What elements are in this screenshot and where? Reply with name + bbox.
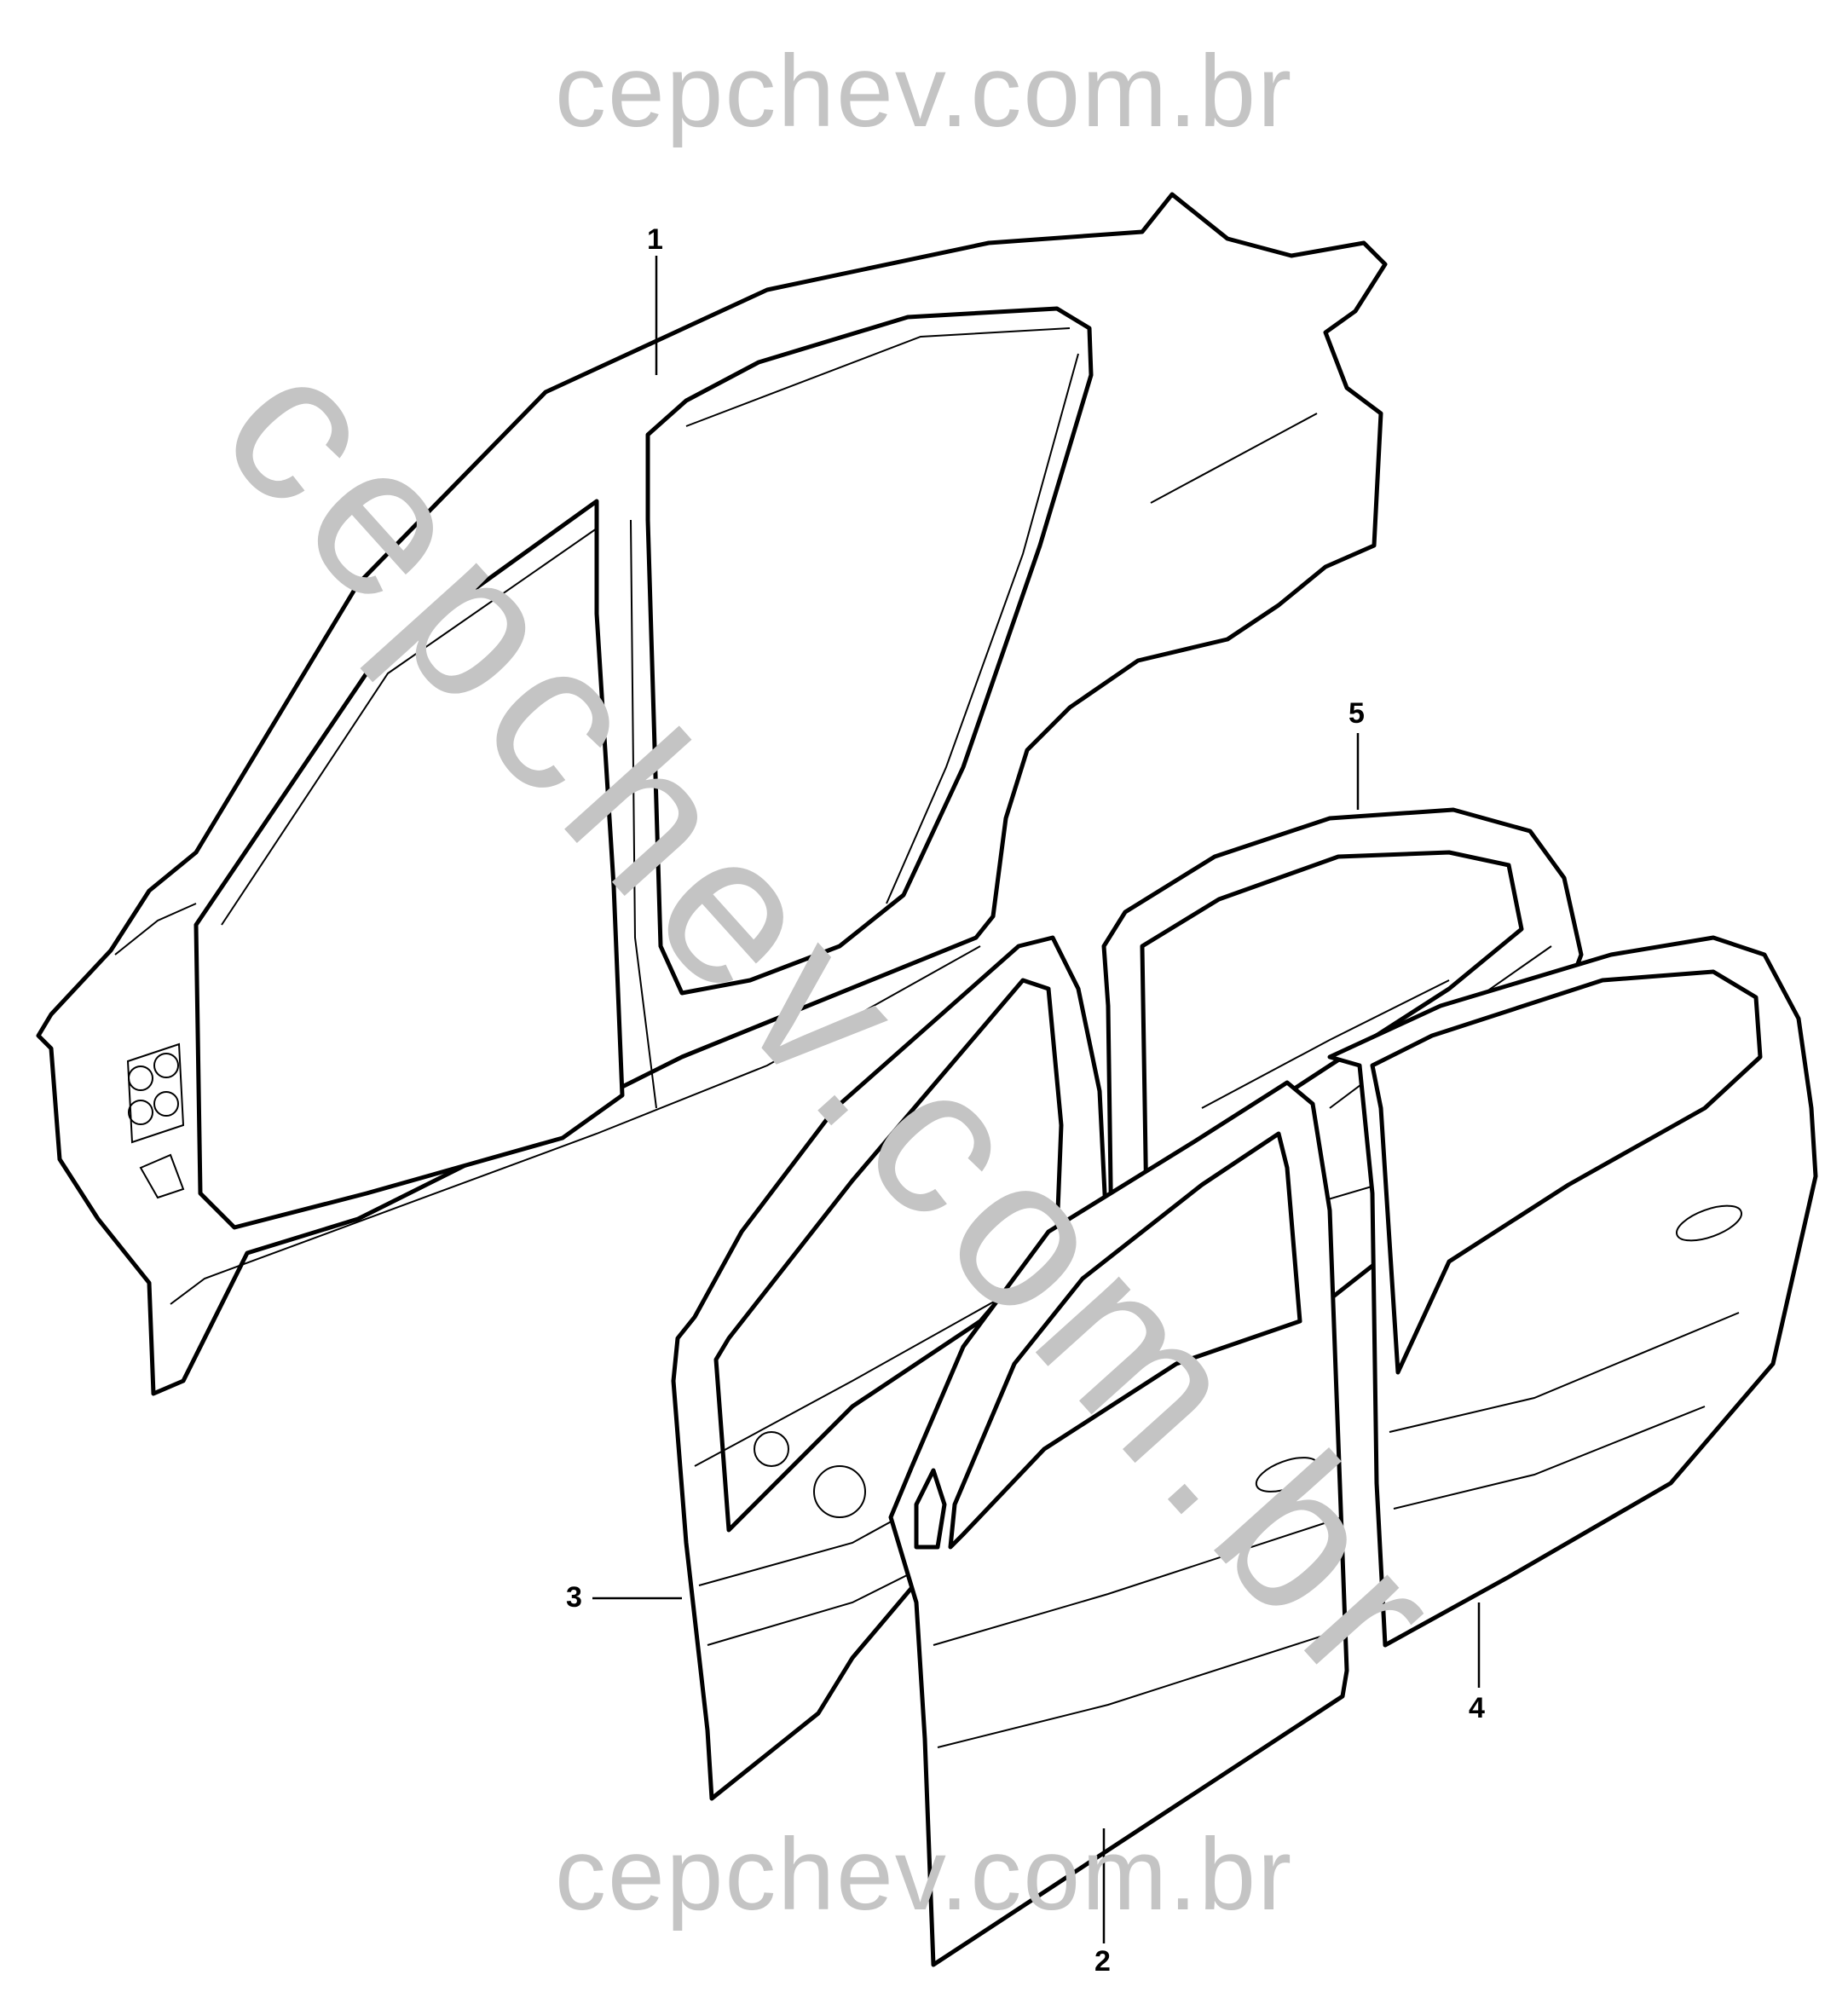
part-4-rear-door-outer — [1327, 935, 1818, 1648]
watermark-bottom: cepchev.com.br — [554, 1817, 1294, 1932]
part-1-body-side-panel — [36, 192, 1388, 1396]
callout-1: 1 — [647, 223, 663, 256]
watermark-top: cepchev.com.br — [554, 34, 1294, 148]
callout-4: 4 — [1469, 1692, 1485, 1724]
callout-5: 5 — [1348, 697, 1365, 730]
callout-3: 3 — [566, 1581, 582, 1614]
part-2-front-door-outer — [888, 1080, 1349, 1967]
callout-2: 2 — [1094, 1945, 1111, 1978]
